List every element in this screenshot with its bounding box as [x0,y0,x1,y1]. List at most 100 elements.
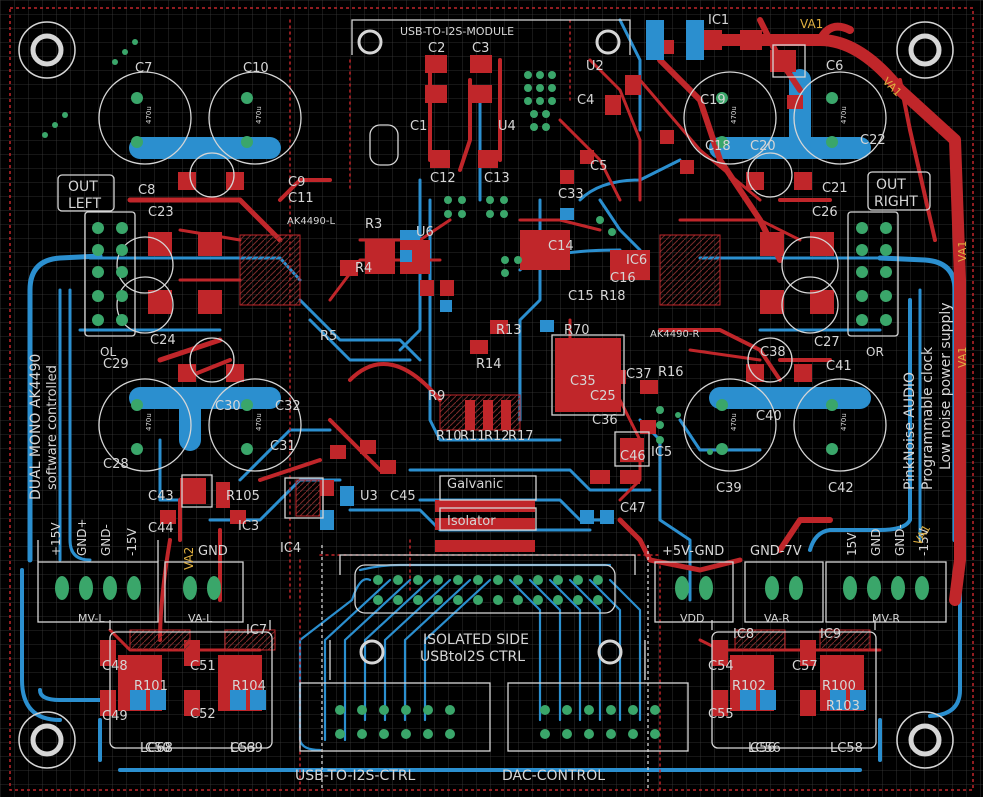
pin-label-m15v-l: -15V [125,527,139,556]
designator-c40: C40 [756,409,782,424]
designator-ic4: IC4 [280,541,301,556]
designator-lc58: LC58 [830,741,863,756]
silkscreen-text: USB-TO-I2S-MODULE Galvanic Isolator ISOL… [28,17,969,784]
vdd-pins-label: +5V-GND [662,544,724,559]
designator-c35: C35 [570,374,596,389]
designator-c44: C44 [148,521,174,536]
designator-c31: C31 [270,439,296,454]
dac-control-label: DAC-CONTROL [502,768,605,784]
designator-c57: C57 [792,659,818,674]
pin-label-gnd-l: GND [198,544,228,559]
designator-c28: C28 [103,457,129,472]
cap-value-6: 470u [730,413,738,431]
out-right-line2: RIGHT [874,194,918,210]
designator-ic8: IC8 [733,627,754,642]
designator-c42: C42 [828,481,854,496]
or-label: OR [866,345,884,359]
galvanic-label: Galvanic [447,477,503,492]
designator-c11: C11 [288,191,314,206]
designator-c56: C56 [750,741,776,756]
designator-c10: C10 [243,61,269,76]
designator-c26: C26 [812,205,838,220]
designator-c9: C9 [288,175,305,190]
pin-label-15v-l: +15V [49,522,63,556]
designator-c3: C3 [472,41,489,56]
usb-ctrl-header-label: USB-TO-I2S-CTRL [295,768,416,784]
designator-c16: C16 [610,271,636,286]
pin-label-gnd-r: GND [869,528,883,556]
cap-value-2: 470u [145,413,153,431]
silkscreen-outlines [37,19,947,790]
designator-r101: R101 [134,679,168,694]
designator-c49: C49 [102,709,128,724]
board-outline [9,7,974,791]
designator-lc69: LC69 [230,741,263,756]
designator-lc68: LC68 [140,741,173,756]
designator-c24: C24 [150,333,176,348]
designator-lc56: LC56 [748,741,781,756]
chip-left-label: AK4490-L [287,216,335,227]
pin-label-va2: VA2 [182,547,196,570]
mv-r-label: MV-R [872,612,900,625]
designator-ic7: IC7 [246,623,267,638]
rail-label-va1-top: VA1 [800,17,823,31]
designator-c46: C46 [620,449,646,464]
designator-r13: R13 [496,323,522,338]
side-left-line2: software controlled [45,365,60,490]
out-left-line2: LEFT [68,196,101,212]
designator-u4: U4 [498,119,516,134]
designator-c50: C50 [145,741,171,756]
through-hole-pads [42,39,929,739]
designator-r70: R70 [564,323,590,338]
out-right-line1: OUT [876,177,906,193]
mounting-hole-br [896,711,954,769]
designator-c38: C38 [760,345,786,360]
designator-r105: R105 [226,489,260,504]
designator-c30: C30 [215,399,241,414]
cap-value-5: 470u [840,106,848,124]
out-left-line1: OUT [68,179,98,195]
designator-c52: C52 [190,707,216,722]
rail-label-va1-side2: VA1 [956,347,969,368]
designator-c48: C48 [102,659,128,674]
designator-r16: R16 [658,365,684,380]
designator-c1: C1 [410,119,427,134]
designator-c37: C37 [626,367,652,382]
designator-ic9: IC9 [820,627,841,642]
designator-c47: C47 [620,501,646,516]
designator-c41: C41 [826,359,852,374]
mv-l-label: MV-L [78,612,105,625]
designator-c23: C23 [148,205,174,220]
mounting-hole-tr [896,21,954,79]
mounting-hole-bl [18,711,76,769]
cap-value-0: 470u [145,106,153,124]
designator-c8: C8 [138,183,155,198]
designator-c13: C13 [484,171,510,186]
designator-ic1: IC1 [708,13,729,28]
designator-c6: C6 [826,59,843,74]
designator-r9: R9 [428,389,445,404]
designator-r17: R17 [508,429,534,444]
designator-c25: C25 [590,389,616,404]
designator-r103: R103 [826,699,860,714]
designator-r100: R100 [822,679,856,694]
designator-r11: R11 [460,429,486,444]
designator-r104: R104 [232,679,266,694]
designator-c18: C18 [705,139,731,154]
side-right-line1: PinkNoise AUDIO [902,372,918,490]
designator-c27: C27 [814,335,840,350]
designator-c19: C19 [700,93,726,108]
usb-ctrl-inner-label: USBtoI2S CTRL [420,649,525,665]
va-r-label: VA-R [764,612,790,625]
designator-c55: C55 [708,707,734,722]
designator-r5: R5 [320,329,337,344]
chip-right-label: AK4490-R [650,329,699,340]
mounting-hole-tl [18,21,76,79]
designator-c29: C29 [103,357,129,372]
designator-c7: C7 [135,61,152,76]
designator-c4: C4 [577,93,594,108]
rail-label-va1-side: VA1 [956,241,969,262]
